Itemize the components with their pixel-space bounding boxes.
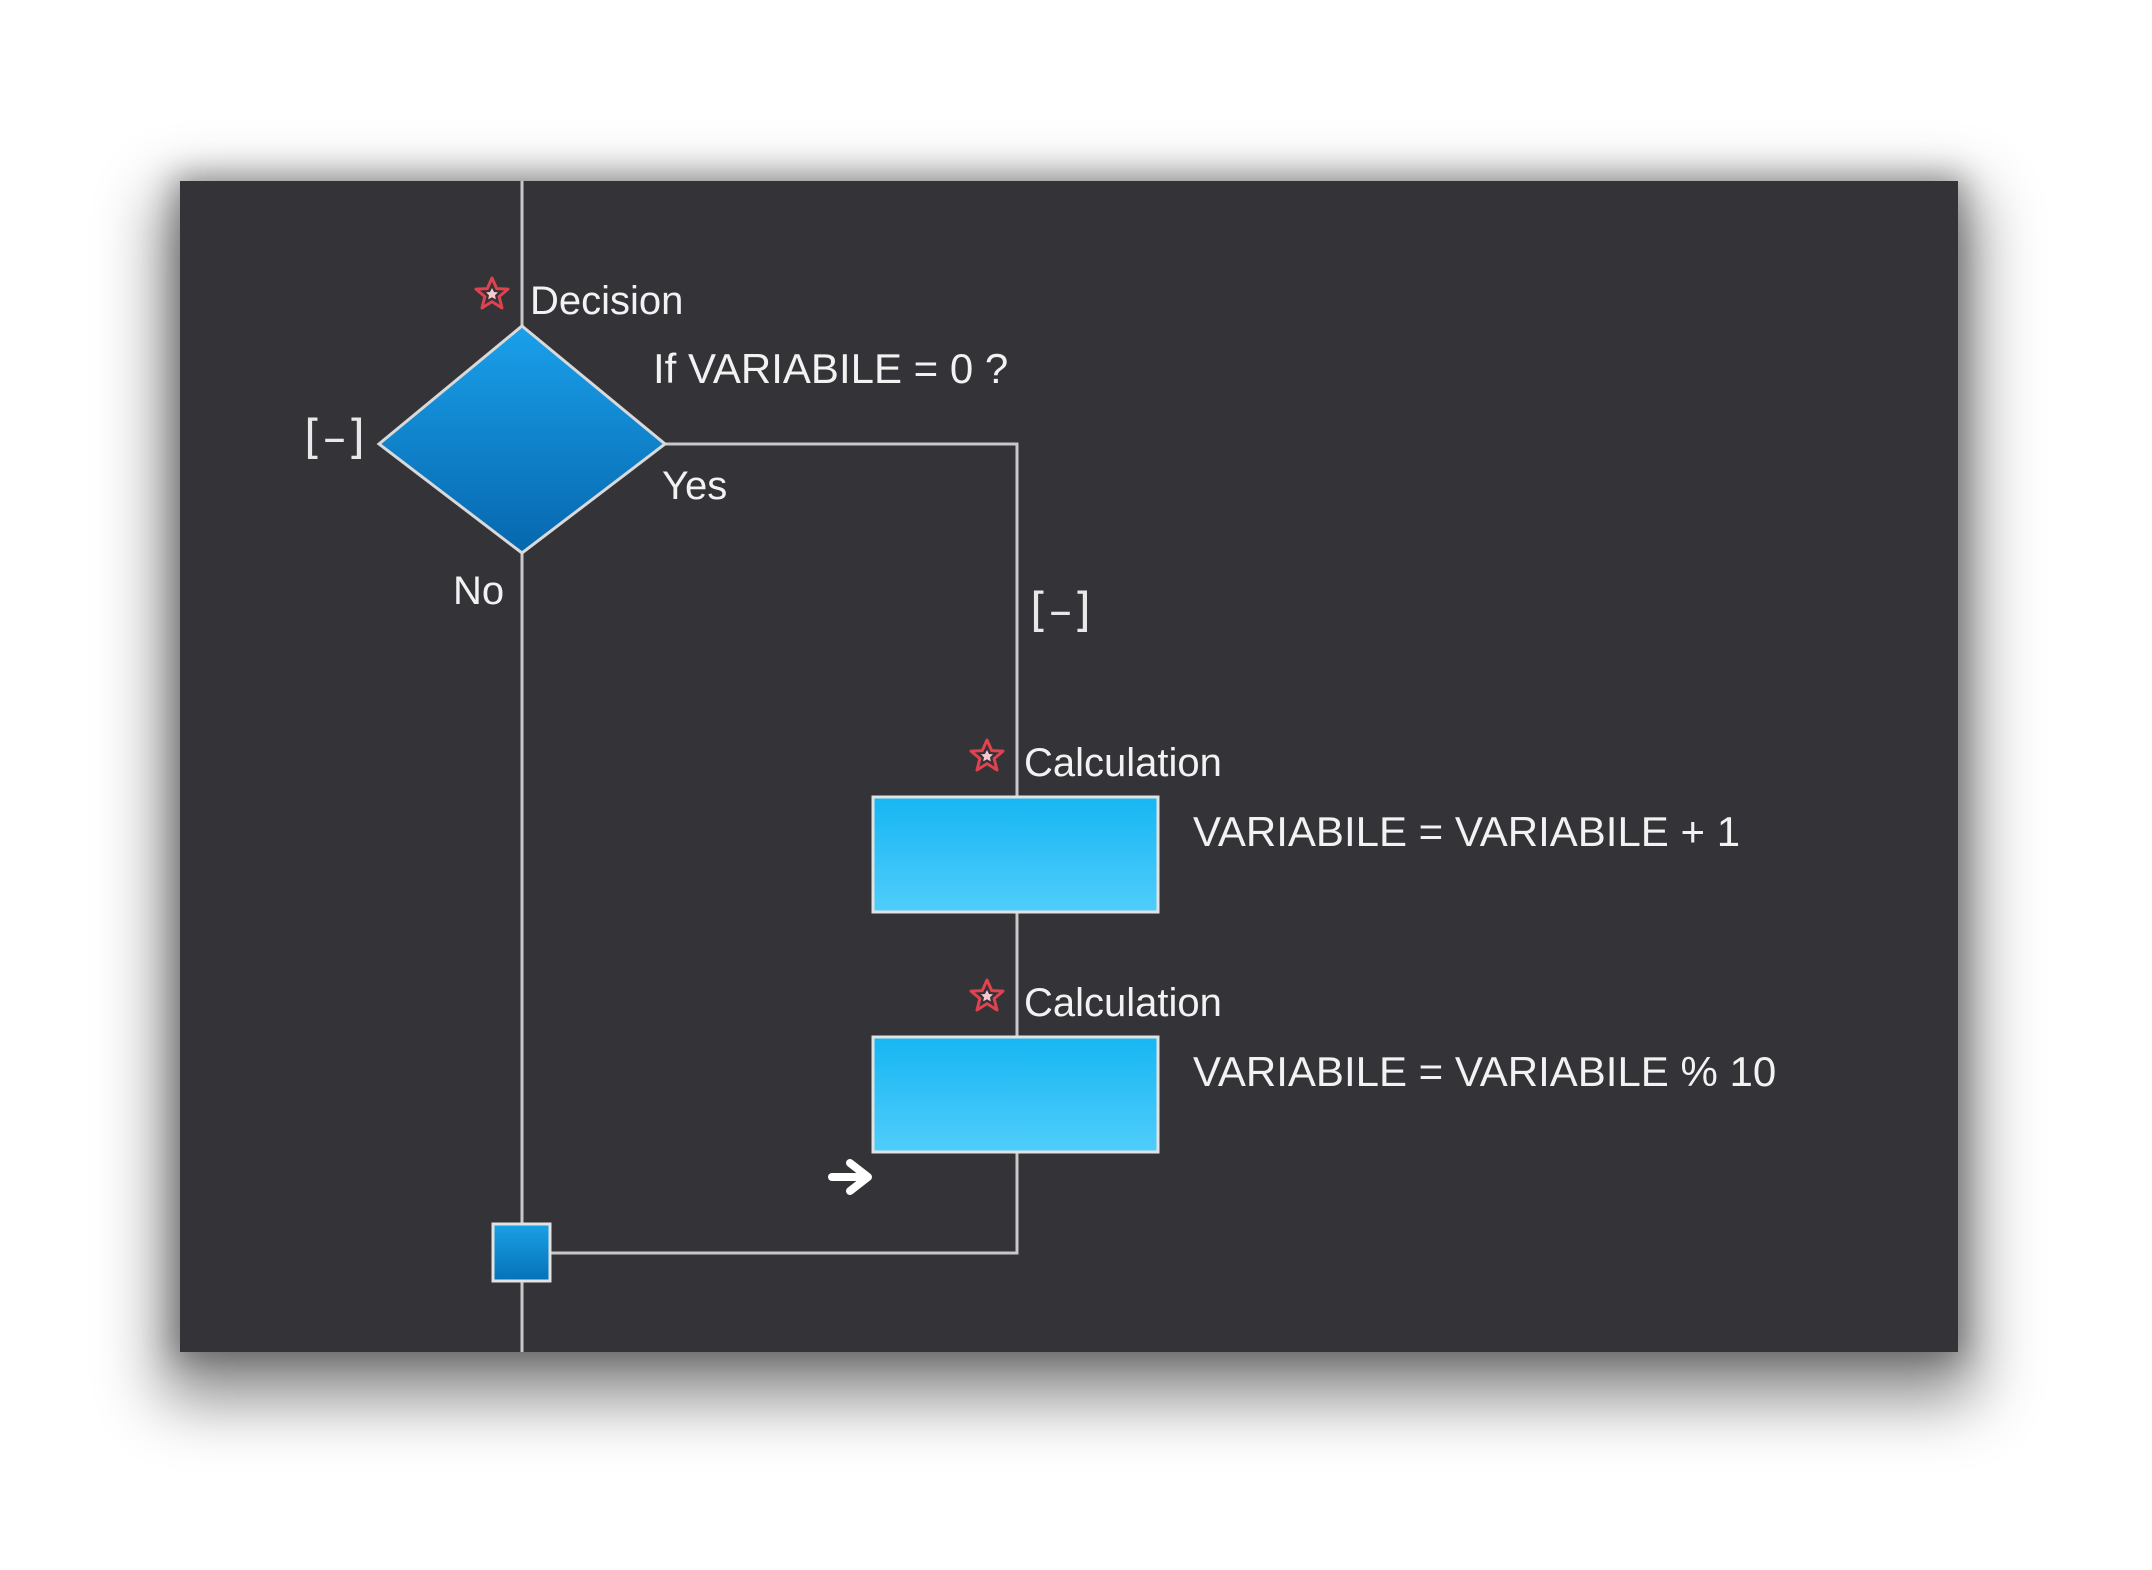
no-branch-label: No [453,569,505,613]
arrow-right-icon[interactable] [828,1159,872,1195]
decision-condition: If VARIABILE = 0 ? [653,345,1009,392]
star-icon [969,978,1005,1012]
calculation-expression-2: VARIABILE = VARIABILE % 10 [1193,1048,1777,1095]
decision-title: Decision [530,279,684,323]
calculation-block-1[interactable] [871,795,1160,914]
calculation-title-2: Calculation [1024,981,1222,1025]
merge-square-icon[interactable] [491,1222,552,1283]
calculation-expression-1: VARIABILE = VARIABILE + 1 [1193,808,1741,855]
calculation-block-2[interactable] [871,1035,1160,1154]
star-icon [969,738,1005,772]
calculation-title-1: Calculation [1024,741,1222,785]
yes-branch-collapse-toggle[interactable]: [–] [1030,583,1092,637]
star-icon [474,276,510,310]
flowchart-graphics [376,181,1160,1352]
yes-branch-connector [662,442,1019,797]
decision-collapse-toggle[interactable]: [–] [304,410,366,464]
return-connector [550,1152,1019,1255]
flowchart-canvas: Decision If VARIABILE = 0 ? [–] Yes No [… [180,181,1958,1352]
yes-branch-label: Yes [662,464,728,508]
decision-diamond[interactable] [376,324,668,555]
